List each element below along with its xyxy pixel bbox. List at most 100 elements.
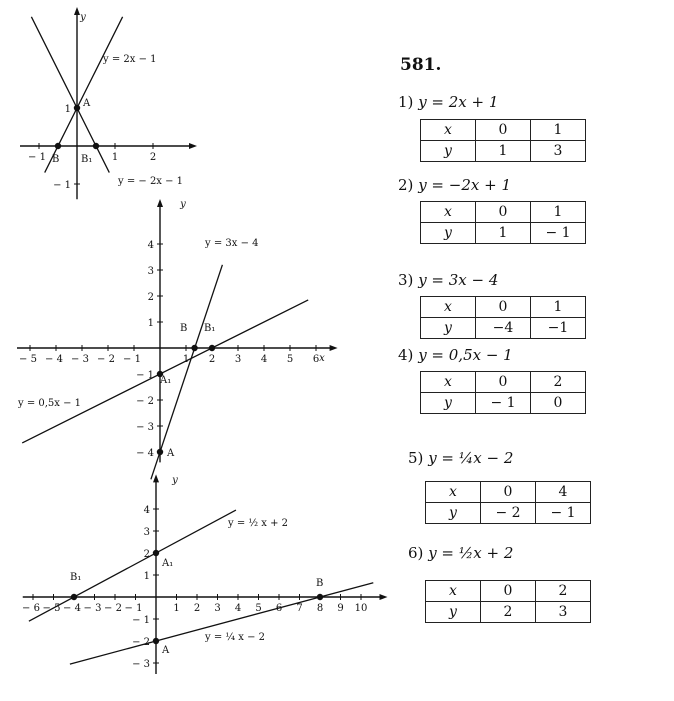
item-1-table: x 0 1 y 1 3 bbox=[420, 119, 586, 162]
point-label: B₁ bbox=[81, 154, 92, 165]
header-x: x bbox=[420, 371, 476, 393]
y-tick-label: − 3 bbox=[136, 422, 154, 433]
point-label: A bbox=[166, 448, 175, 459]
y-value: −4 bbox=[475, 317, 531, 339]
x-tick-label: − 3 bbox=[71, 354, 89, 365]
y-tick-label: 4 bbox=[148, 240, 154, 251]
intersection-point bbox=[70, 593, 78, 601]
y-value: − 1 bbox=[530, 222, 586, 244]
line-label: y = 0,5x − 1 bbox=[17, 398, 81, 409]
y-tick-label: 4 bbox=[144, 505, 150, 516]
y-value: 3 bbox=[530, 140, 586, 162]
item-6-title: 6) y = ½x + 2 bbox=[408, 544, 513, 562]
x-value: 2 bbox=[530, 371, 586, 393]
x-value: 0 bbox=[475, 371, 531, 393]
item-4-equation: y = 0,5x − 1 bbox=[418, 346, 513, 364]
item-4-number: 4) bbox=[398, 346, 414, 364]
y-tick-label: 1 bbox=[148, 318, 154, 329]
y-value: 1 bbox=[475, 222, 531, 244]
x-value: 0 bbox=[480, 481, 536, 503]
problem-number: 581. bbox=[400, 55, 442, 75]
x-axis-arrow-icon bbox=[379, 594, 388, 600]
point-label: B bbox=[52, 154, 59, 165]
item-2-title: 2) y = −2x + 1 bbox=[398, 176, 511, 194]
y-tick-label: − 2 bbox=[132, 637, 150, 648]
y-value: 1 bbox=[475, 140, 531, 162]
x-tick-label: 3 bbox=[235, 354, 241, 365]
item-6-equation: y = ½x + 2 bbox=[428, 544, 514, 562]
header-y: y bbox=[420, 222, 476, 244]
item-4-table: x 0 2 y − 1 0 bbox=[420, 371, 586, 414]
y-tick-label: − 4 bbox=[136, 448, 154, 459]
x-tick-label: 1 bbox=[173, 603, 179, 614]
table-row: y 1 3 bbox=[420, 140, 586, 162]
item-3-table: x 0 1 y −4 −1 bbox=[420, 296, 586, 339]
x-value: 1 bbox=[530, 119, 586, 141]
point-label: A₁ bbox=[159, 375, 171, 386]
line-label: y = 2x − 1 bbox=[102, 54, 157, 65]
item-5-table: x 0 4 y − 2 − 1 bbox=[425, 481, 591, 524]
intersection-point bbox=[152, 637, 160, 645]
table-row: x 0 2 bbox=[420, 371, 586, 393]
graph-line bbox=[28, 509, 237, 622]
x-value: 0 bbox=[480, 580, 536, 602]
item-5-equation: y = ¼x − 2 bbox=[428, 449, 514, 467]
table-row: x 0 2 bbox=[425, 580, 591, 602]
header-y: y bbox=[425, 502, 481, 524]
graph-line bbox=[44, 16, 124, 173]
y-tick-label: 1 bbox=[144, 571, 150, 582]
table-row: y 2 3 bbox=[425, 601, 591, 623]
item-6-table: x 0 2 y 2 3 bbox=[425, 580, 591, 623]
y-value: − 1 bbox=[475, 392, 531, 414]
item-4-title: 4) y = 0,5x − 1 bbox=[398, 346, 513, 364]
x-value: 1 bbox=[530, 296, 586, 318]
y-tick-label: 3 bbox=[148, 266, 154, 277]
y-value: − 2 bbox=[480, 502, 536, 524]
item-2-equation: y = −2x + 1 bbox=[418, 176, 511, 194]
header-x: x bbox=[425, 580, 481, 602]
y-axis-label: y bbox=[179, 199, 186, 210]
intersection-point bbox=[191, 344, 198, 352]
intersection-point bbox=[156, 448, 164, 456]
intersection-point bbox=[92, 142, 100, 150]
table-row: y − 1 0 bbox=[420, 392, 586, 414]
x-value: 2 bbox=[535, 580, 591, 602]
table-row: x 0 4 bbox=[425, 481, 591, 503]
item-6-number: 6) bbox=[408, 544, 424, 562]
x-value: 0 bbox=[475, 201, 531, 223]
y-tick-label: − 2 bbox=[136, 396, 154, 407]
x-tick-label: − 1 bbox=[123, 354, 141, 365]
header-x: x bbox=[420, 201, 476, 223]
x-axis-arrow-icon bbox=[329, 345, 338, 351]
item-3-equation: y = 3x − 4 bbox=[418, 271, 499, 289]
y-value: 3 bbox=[535, 601, 591, 623]
intersection-point bbox=[316, 593, 324, 601]
point-label: B₁ bbox=[204, 323, 215, 334]
intersection-point bbox=[54, 142, 62, 150]
x-tick-label: 3 bbox=[214, 603, 220, 614]
x-tick-label: 1 bbox=[112, 152, 118, 163]
line-label: y = ½ x + 2 bbox=[227, 518, 288, 529]
point-label: B bbox=[316, 578, 323, 589]
y-tick-label: − 3 bbox=[132, 659, 150, 670]
y-axis-label: y bbox=[79, 12, 86, 23]
item-5-number: 5) bbox=[408, 449, 424, 467]
item-2-number: 2) bbox=[398, 176, 414, 194]
table-row: y 1 − 1 bbox=[420, 222, 586, 244]
y-axis-arrow-icon bbox=[153, 474, 159, 483]
header-y: y bbox=[420, 140, 476, 162]
x-tick-label: − 6 bbox=[22, 603, 40, 614]
x-axis-arrow-icon bbox=[189, 143, 197, 149]
table-row: y −4 −1 bbox=[420, 317, 586, 339]
intersection-point bbox=[208, 344, 216, 352]
x-tick-label: 9 bbox=[337, 603, 343, 614]
y-value: −1 bbox=[530, 317, 586, 339]
header-y: y bbox=[420, 392, 476, 414]
x-tick-label: 2 bbox=[209, 354, 215, 365]
y-tick-label: 1 bbox=[65, 104, 71, 115]
x-tick-label: − 1 bbox=[28, 152, 46, 163]
y-axis-arrow-icon bbox=[74, 7, 80, 15]
header-x: x bbox=[425, 481, 481, 503]
y-value: 2 bbox=[480, 601, 536, 623]
